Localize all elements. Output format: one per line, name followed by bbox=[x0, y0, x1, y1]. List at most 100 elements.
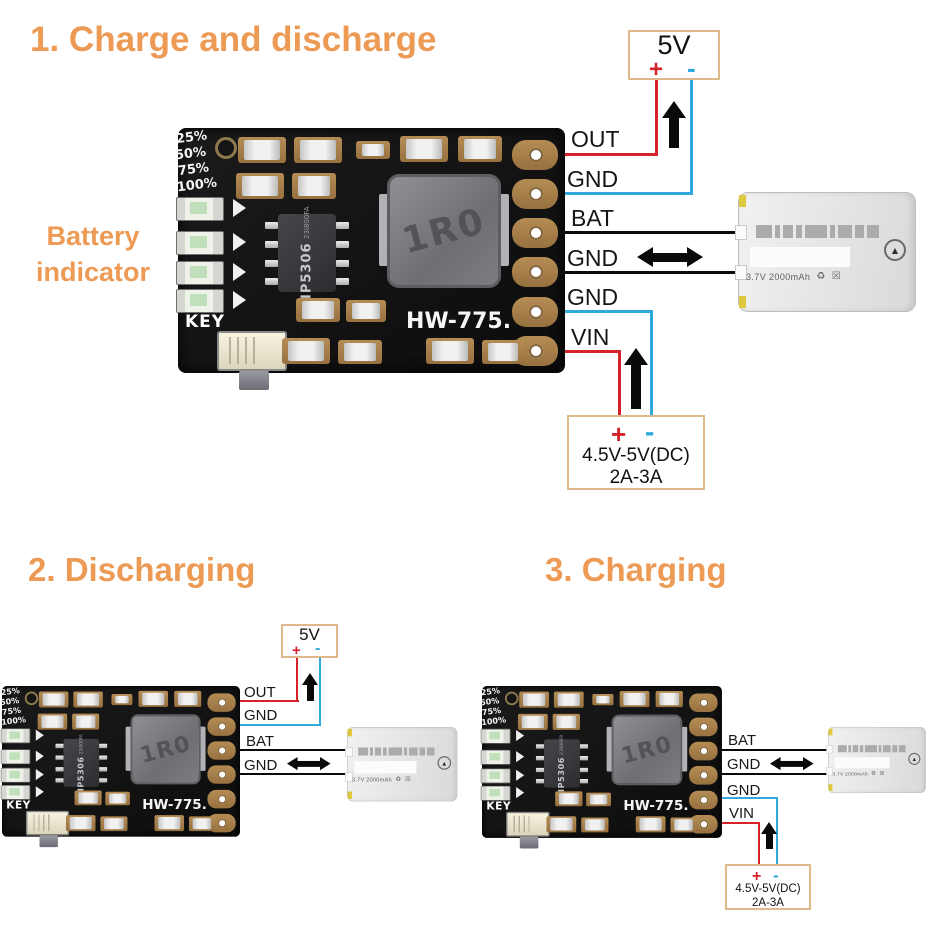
solder-pad-bat bbox=[512, 218, 558, 248]
up-arrow-icon bbox=[624, 348, 648, 409]
battery-terminal bbox=[735, 225, 747, 240]
battery-level-led bbox=[0, 785, 31, 800]
smd-capacitor bbox=[655, 690, 683, 708]
pad-hole bbox=[529, 187, 543, 201]
model-label: HW-775. bbox=[406, 309, 512, 334]
wire-gnd-to-5v bbox=[690, 80, 693, 195]
solder-pad-gnd1 bbox=[689, 717, 718, 737]
chip-pin bbox=[535, 767, 544, 773]
wire-bat-to-battery bbox=[706, 749, 834, 751]
battery-terminal bbox=[826, 767, 833, 776]
smd-capacitor bbox=[619, 690, 650, 708]
smd-capacitor bbox=[338, 340, 382, 364]
pad-hole bbox=[217, 770, 227, 779]
pad-hole bbox=[699, 770, 709, 780]
pin-label-out: OUT bbox=[571, 126, 620, 152]
section3-title: 3. Charging bbox=[545, 551, 727, 588]
battery-spec-text: 3.7V 2000mAh bbox=[351, 776, 392, 783]
pad-hole bbox=[217, 746, 227, 755]
pin-label-bat: BAT bbox=[246, 733, 275, 750]
battery-terminal bbox=[735, 265, 747, 280]
wire-gnd-to-dc bbox=[776, 797, 778, 865]
led-arrow-icon bbox=[233, 233, 246, 251]
key-label: KEY bbox=[486, 800, 512, 813]
smd-capacitor bbox=[282, 338, 330, 364]
pin-label-gnd2: GND bbox=[244, 757, 278, 774]
5v-label: 5V bbox=[657, 30, 691, 60]
chip-pin bbox=[55, 743, 64, 749]
pin-label-gnd1: GND bbox=[244, 707, 278, 724]
usb-5v-box: 5V + - bbox=[281, 624, 338, 658]
smd-capacitor bbox=[458, 136, 502, 162]
battery-corner-tab bbox=[739, 195, 746, 207]
battery-percent-marks: 25% 50% 75% 100% bbox=[478, 686, 507, 728]
recycle-icon: ♻ bbox=[816, 271, 826, 282]
battery-spec: 3.7V 2000mAh ♻ ☒ bbox=[352, 776, 411, 783]
battery-level-led bbox=[480, 785, 511, 801]
trash-icon: ☒ bbox=[879, 770, 885, 777]
power-inductor: 1R0 bbox=[611, 714, 683, 786]
smd-capacitor bbox=[38, 691, 69, 708]
pad-hole bbox=[699, 722, 709, 732]
wire-gnd-to-dc bbox=[535, 310, 653, 313]
plus-sign: + bbox=[752, 868, 762, 885]
pin-label-gnd1: GND bbox=[567, 166, 619, 192]
pad-hole bbox=[217, 818, 227, 828]
flame-warning-icon: ▲ bbox=[437, 756, 452, 770]
charge-discharge-module: 25% 50% 75% 100% KEY IP5306 23I800 bbox=[480, 686, 722, 849]
smd-capacitor bbox=[138, 690, 169, 707]
battery-corner-tab bbox=[739, 296, 746, 308]
dc-input-box: + - 4.5V-5V(DC) 2A-3A bbox=[567, 415, 705, 490]
smd-capacitor bbox=[100, 816, 128, 832]
ip5306-chip: IP5306 23I800FA bbox=[55, 734, 108, 792]
chip-marking: IP5306 23I800FA bbox=[76, 734, 86, 792]
battery-level-led bbox=[0, 767, 31, 783]
chip-pin bbox=[535, 779, 544, 784]
pin-label-gnd2: GND bbox=[567, 245, 619, 271]
barcode bbox=[358, 747, 435, 756]
chip-marking: IP5306 23I800FA bbox=[557, 734, 567, 793]
led-arrow-icon bbox=[233, 199, 246, 217]
pin-label-gnd3: GND bbox=[567, 284, 619, 310]
barcode bbox=[756, 225, 879, 238]
battery-corner-tab bbox=[828, 784, 833, 791]
plus-sign: + bbox=[292, 642, 301, 659]
smd-capacitor bbox=[670, 817, 697, 833]
inductor-terminal bbox=[125, 726, 133, 771]
solder-pad-gnd3 bbox=[207, 789, 236, 809]
plus-sign: + bbox=[649, 56, 664, 83]
5v-label: 5V bbox=[299, 625, 320, 644]
minus-sign: - bbox=[645, 416, 655, 447]
battery-spec: 3.7V 2000mAh ♻ ☒ bbox=[832, 770, 884, 776]
inductor-marking: 1R0 bbox=[398, 200, 490, 262]
solder-pad-gnd2 bbox=[207, 765, 236, 784]
bidirectional-arrow-icon bbox=[770, 757, 814, 771]
smd-capacitor bbox=[546, 816, 577, 833]
lipo-battery: 3.7V 2000mAh ♻ ☒ ▲ bbox=[735, 192, 916, 312]
wire-gnd-to-battery bbox=[706, 773, 834, 775]
chip-pin bbox=[579, 767, 589, 773]
pin-label-gnd1: GND bbox=[727, 756, 761, 773]
slide-switch bbox=[506, 811, 550, 849]
smd-capacitor bbox=[72, 713, 100, 730]
pad-hole bbox=[529, 344, 543, 358]
smd-capacitor bbox=[65, 815, 96, 832]
pin-label-out: OUT bbox=[244, 684, 276, 701]
led-arrow-icon bbox=[35, 769, 44, 781]
wire-gnd-to-5v bbox=[224, 724, 321, 726]
dc-current-label: 2A-3A bbox=[609, 467, 663, 488]
smd-capacitor bbox=[188, 816, 215, 832]
solder-pad-gnd1 bbox=[207, 717, 236, 736]
battery-level-led bbox=[480, 749, 511, 765]
module-section3: 25% 50% 75% 100% KEY IP5306 23I800 bbox=[480, 686, 722, 849]
smd-capacitor bbox=[517, 713, 548, 731]
model-label: HW-775. bbox=[142, 797, 207, 813]
dc-voltage-label: 4.5V-5V(DC) bbox=[582, 445, 690, 466]
wire-vin-to-dc bbox=[535, 350, 621, 353]
battery-white-label bbox=[834, 757, 890, 769]
battery-level-led bbox=[480, 768, 511, 784]
pad-hole bbox=[699, 795, 709, 805]
ip5306-chip: IP5306 23I800FA bbox=[535, 734, 589, 793]
smd-capacitor bbox=[73, 691, 103, 708]
battery-corner-tab bbox=[347, 791, 352, 799]
